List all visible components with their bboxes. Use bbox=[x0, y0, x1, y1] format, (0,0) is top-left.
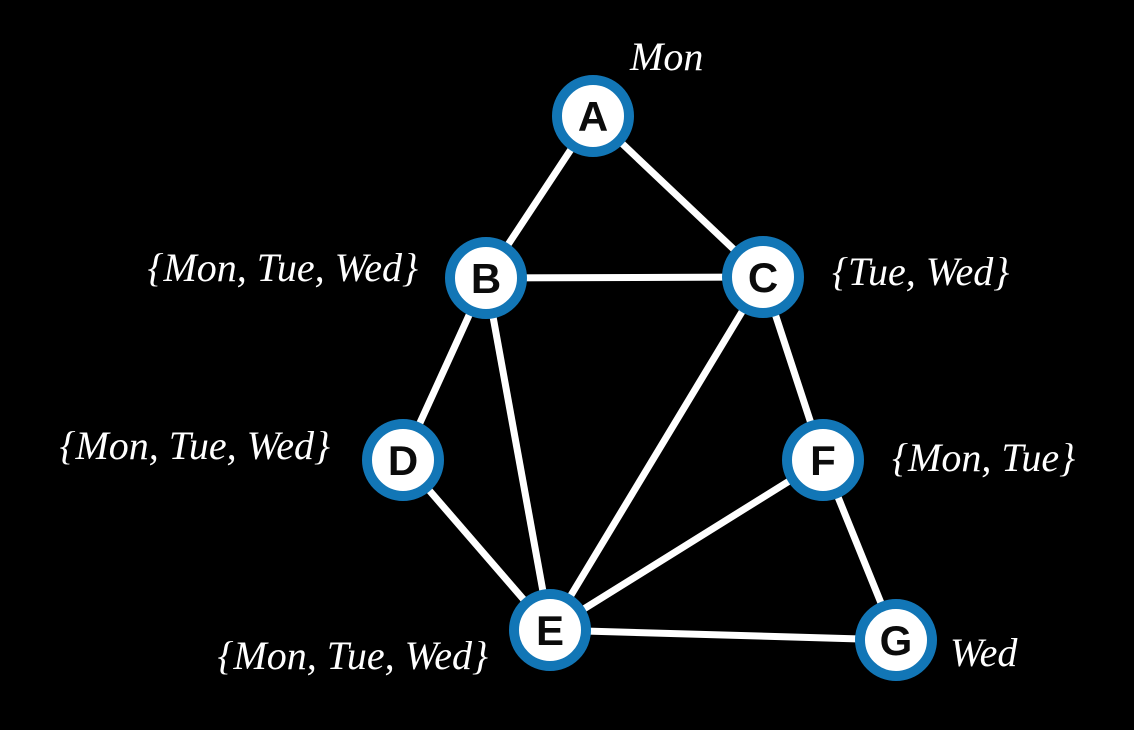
domain-label-D: {Mon, Tue, Wed} bbox=[59, 423, 330, 468]
node-A[interactable]: A bbox=[552, 75, 634, 157]
domain-label-E: {Mon, Tue, Wed} bbox=[217, 633, 488, 678]
node-letter-G: G bbox=[879, 617, 913, 664]
node-B[interactable]: B bbox=[445, 237, 527, 319]
edge-E-F bbox=[548, 457, 825, 633]
node-letter-F: F bbox=[810, 437, 836, 484]
domain-label-A: Mon bbox=[630, 34, 704, 79]
node-letter-C: C bbox=[747, 254, 779, 301]
node-D[interactable]: D bbox=[362, 419, 444, 501]
node-C[interactable]: C bbox=[722, 236, 804, 318]
edge-E-G bbox=[549, 626, 897, 644]
node-G[interactable]: G bbox=[855, 599, 937, 681]
domain-label-F: {Mon, Tue} bbox=[892, 435, 1076, 480]
node-F[interactable]: F bbox=[782, 419, 864, 501]
edge-C-E bbox=[547, 275, 766, 632]
node-E[interactable]: E bbox=[509, 589, 591, 671]
node-letter-E: E bbox=[535, 607, 564, 654]
node-letter-A: A bbox=[577, 93, 609, 140]
domain-label-C: {Tue, Wed} bbox=[832, 249, 1010, 294]
domain-label-B: {Mon, Tue, Wed} bbox=[147, 245, 418, 290]
node-letter-D: D bbox=[387, 437, 419, 484]
node-letter-B: B bbox=[470, 255, 502, 302]
domain-label-G: Wed bbox=[950, 630, 1018, 675]
edge-B-C bbox=[485, 273, 764, 282]
edge-B-E bbox=[482, 277, 554, 631]
